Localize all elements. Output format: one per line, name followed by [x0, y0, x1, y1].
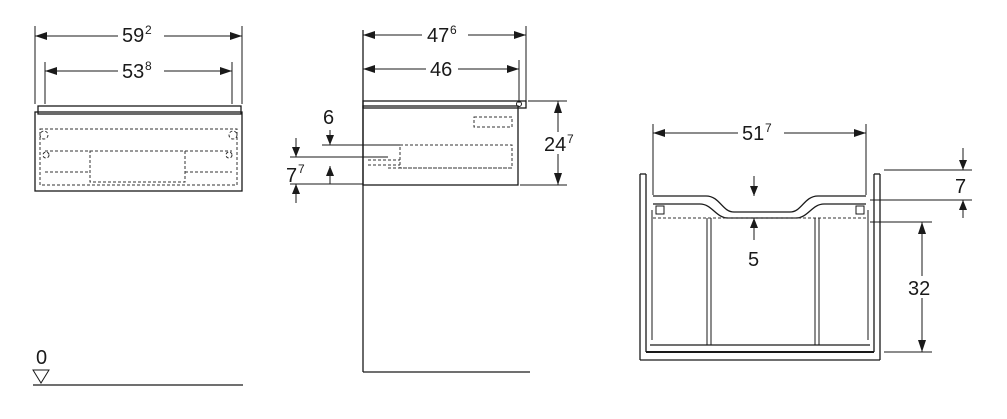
dim-inner-depth-label: 46 [430, 59, 452, 81]
dim-height-sup: 7 [567, 132, 574, 146]
arrow-icon [292, 147, 300, 157]
dim-inner-width-sup: 8 [145, 59, 152, 73]
arrow-icon [326, 166, 334, 176]
dim-inner-width-label: 53 [122, 61, 144, 83]
dim-recess-label: 5 [748, 249, 759, 271]
floor-level-label: 0 [36, 347, 47, 369]
arrow-icon [514, 31, 526, 39]
arrow-icon [750, 186, 758, 196]
level-marker-icon [32, 369, 50, 384]
arrow-icon [918, 340, 926, 352]
dim-top-rim-label: 7 [955, 176, 966, 198]
arrow-icon [918, 222, 926, 234]
arrow-icon [363, 31, 375, 39]
dim-height-label: 24 [544, 134, 566, 156]
arrow-icon [554, 101, 562, 113]
dim-outer-width-sup: 2 [145, 23, 152, 37]
arrow-icon [507, 65, 519, 73]
countertop-side [362, 100, 527, 109]
dim-outer-width-label: 59 [122, 25, 144, 47]
arrow-icon [750, 218, 758, 228]
drawer-hidden-outline [39, 128, 238, 186]
arrow-icon [292, 184, 300, 194]
arrow-icon [959, 200, 967, 210]
arrow-icon [363, 65, 375, 73]
arrow-icon [230, 32, 242, 40]
dim-offset-top-label: 6 [323, 107, 334, 129]
dim-offset-bottom-sup: 7 [298, 162, 305, 176]
arrow-icon [554, 173, 562, 185]
section-view: 51 7 5 7 [639, 121, 972, 361]
siphon-cutout [89, 150, 186, 183]
dim-section-width-sup: 7 [765, 121, 772, 135]
front-view: 59 2 53 8 0 [32, 23, 243, 386]
drawer-top-profile [653, 195, 866, 213]
dim-section-width-label: 51 [742, 123, 764, 145]
cabinet-front [34, 111, 243, 192]
arrow-icon [854, 129, 866, 137]
arrow-icon [220, 67, 232, 75]
arrow-icon [959, 160, 967, 170]
arrow-icon [653, 129, 665, 137]
arrow-icon [35, 32, 47, 40]
dim-outer-depth-sup: 6 [450, 23, 457, 37]
arrow-icon [326, 135, 334, 145]
arrow-icon [45, 67, 57, 75]
countertop [37, 105, 242, 115]
side-view: 47 6 46 6 7 7 [286, 23, 580, 373]
dim-drawer-height-label: 32 [908, 278, 930, 300]
dim-offset-bottom-label: 7 [286, 165, 297, 187]
dim-outer-depth-label: 47 [427, 25, 449, 47]
